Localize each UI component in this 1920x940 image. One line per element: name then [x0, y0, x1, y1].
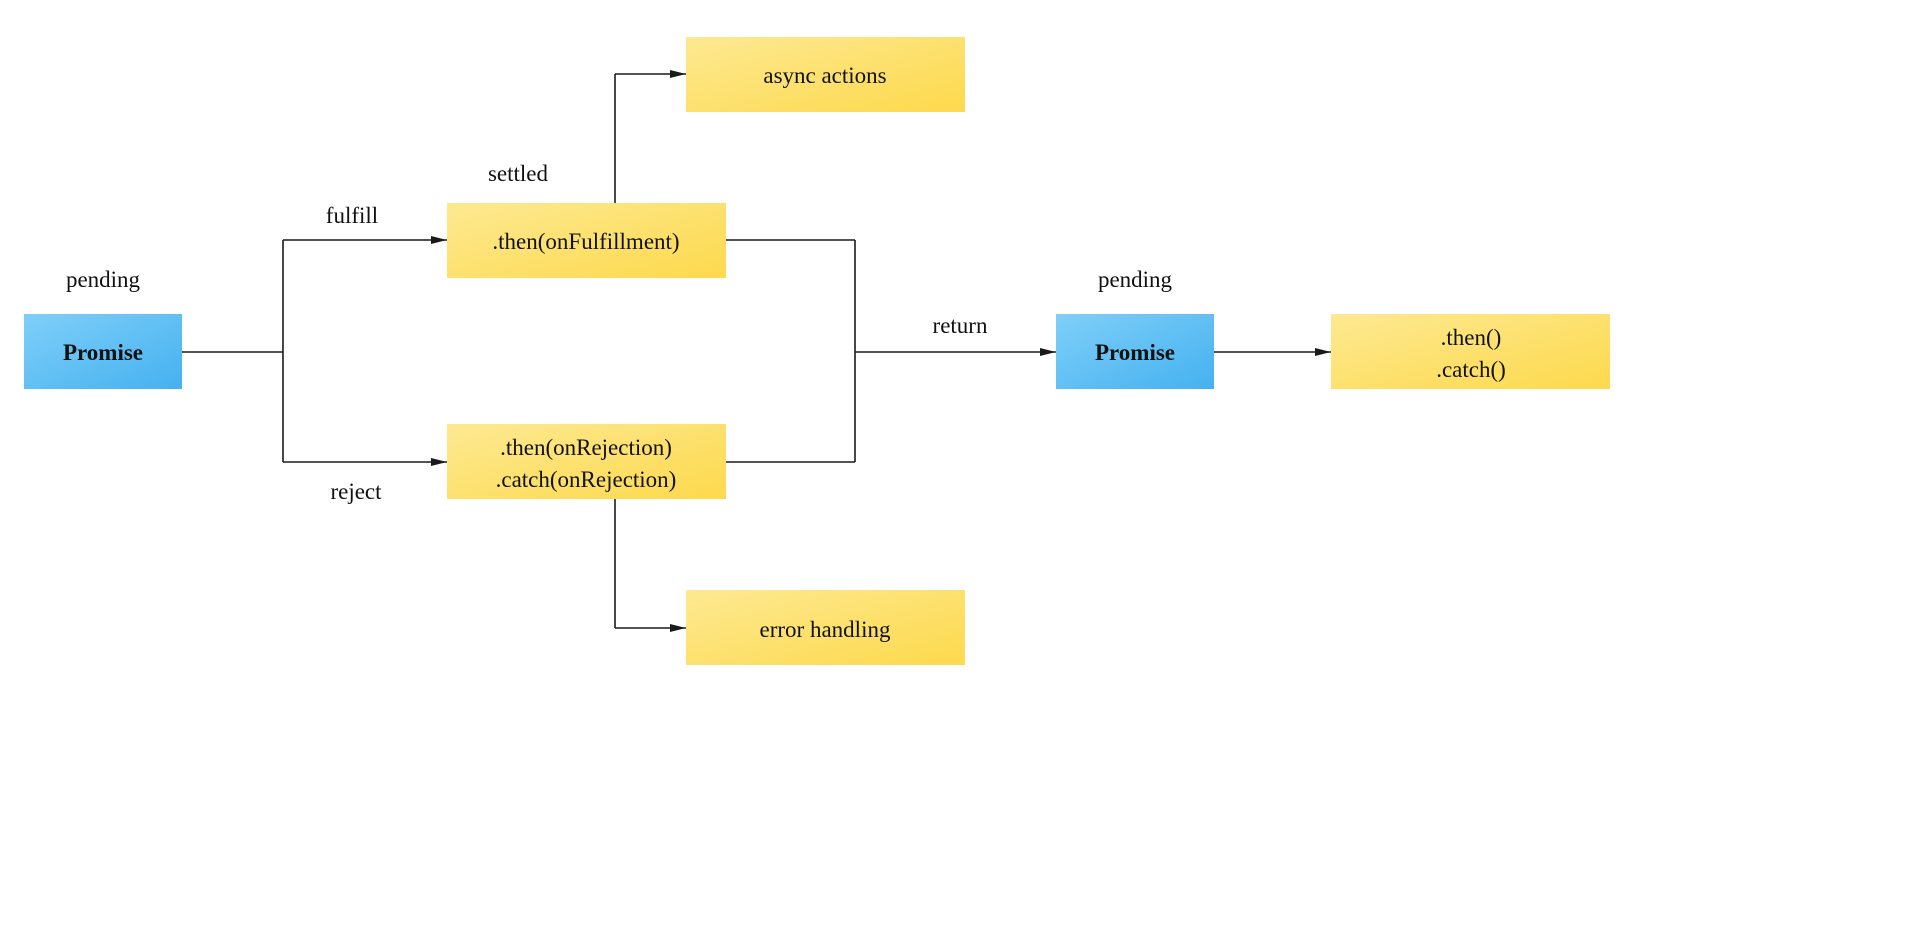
- connectors: [181, 70, 1331, 632]
- node-box: [447, 203, 726, 278]
- node-box: [1331, 314, 1610, 389]
- node-box: [24, 314, 182, 389]
- state-label-pending-return: pending: [1098, 267, 1173, 292]
- node-box: [447, 424, 726, 499]
- edge-label-fulfill: fulfill: [326, 203, 378, 228]
- node-then-rejection: .then(onRejection) .catch(onRejection): [447, 424, 726, 499]
- node-label: error handling: [760, 617, 891, 642]
- node-label: async actions: [763, 63, 886, 88]
- edge-label-return: return: [933, 313, 988, 338]
- node-label-line-1: .then(onRejection): [500, 435, 672, 460]
- edge-label-reject: reject: [330, 479, 382, 504]
- node-label-line-2: .catch(onRejection): [496, 467, 677, 492]
- node-label: Promise: [63, 340, 143, 365]
- node-label: Promise: [1095, 340, 1175, 365]
- node-label: .then(onFulfillment): [492, 229, 679, 254]
- node-promise-return: Promise: [1056, 314, 1214, 389]
- node-box: [1056, 314, 1214, 389]
- node-box: [686, 37, 965, 112]
- node-async-actions: async actions: [686, 37, 965, 112]
- node-label-line-1: .then(): [1441, 325, 1502, 350]
- state-label-settled: settled: [488, 161, 549, 186]
- node-error-handling: error handling: [686, 590, 965, 665]
- node-box: [686, 590, 965, 665]
- node-label-line-2: .catch(): [1436, 357, 1506, 382]
- state-label-pending-start: pending: [66, 267, 141, 292]
- node-then-catch: .then() .catch(): [1331, 314, 1610, 389]
- node-promise-start: Promise: [24, 314, 182, 389]
- node-then-fulfillment: .then(onFulfillment): [447, 203, 726, 278]
